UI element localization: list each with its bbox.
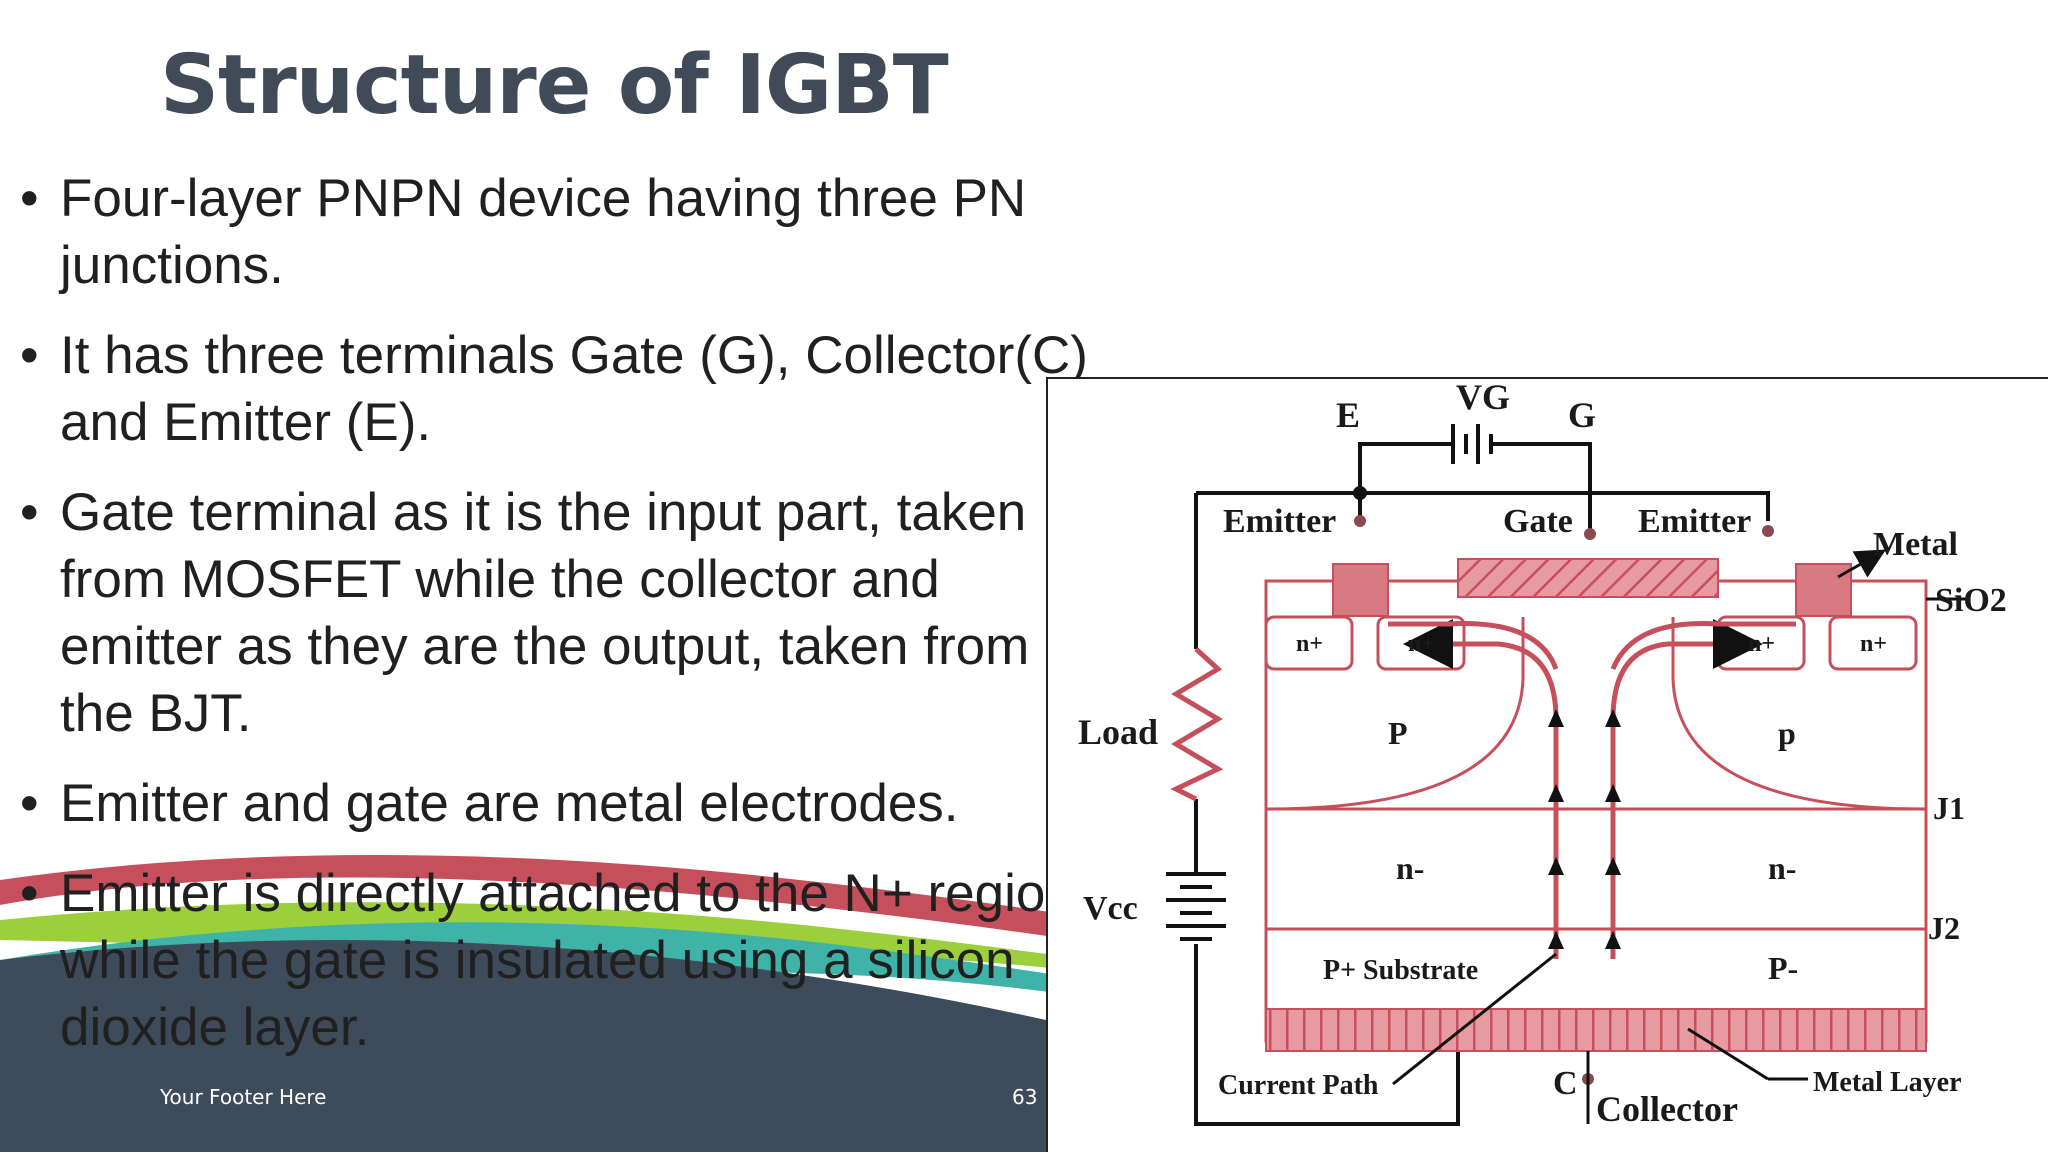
slide-title: Structure of IGBT (160, 38, 949, 133)
label-collector: Collector (1596, 1089, 1738, 1129)
label-gate: Gate (1503, 503, 1573, 540)
label-p-substrate: P+ Substrate (1323, 955, 1478, 986)
label-emitter-left: Emitter (1223, 503, 1336, 540)
label-vcc: Vcc (1083, 890, 1138, 927)
vcc-battery-icon (1166, 872, 1226, 941)
label-p-right: p (1778, 715, 1796, 751)
bullet-item: •It has three terminals Gate (G), Collec… (20, 322, 1120, 456)
label-g: G (1568, 395, 1596, 435)
igbt-diagram: E VG G Emitter Gate Emitter Metal SiO2 n… (1046, 377, 2048, 1152)
load-resistor-icon (1170, 647, 1224, 802)
bullet-list: •Four-layer PNPN device having three PN … (20, 165, 1120, 1084)
label-metal: Metal (1873, 526, 1958, 563)
label-e: E (1336, 395, 1360, 435)
label-nplus: n+ (1296, 631, 1323, 657)
vg-battery-icon (1451, 424, 1493, 464)
emitter-left-terminal (1354, 515, 1366, 527)
footer-dark-band (0, 940, 1046, 1152)
emitter-metal-right (1795, 563, 1852, 617)
label-metal-layer: Metal Layer (1813, 1067, 1962, 1098)
gate-metal (1457, 558, 1719, 598)
label-nminus: n- (1396, 850, 1424, 886)
footer-text: Your Footer Here (160, 1085, 327, 1109)
label-sio2: SiO2 (1935, 582, 2007, 619)
bullet-dot: • (20, 864, 39, 923)
label-j1: J1 (1933, 790, 1965, 826)
page-number: 63 (1012, 1085, 1038, 1109)
gate-drive-circuit (1194, 442, 1770, 1126)
bullet-dot: • (20, 774, 39, 833)
label-load: Load (1078, 712, 1158, 752)
label-nminus: n- (1768, 850, 1796, 886)
bullet-dot: • (20, 483, 39, 542)
collector-metal-layer (1265, 1008, 1927, 1052)
bullet-dot: • (20, 169, 39, 228)
current-path (1388, 619, 1796, 959)
junction-dot (1353, 486, 1367, 500)
label-nplus: n+ (1408, 631, 1435, 657)
bullet-item: •Four-layer PNPN device having three PN … (20, 165, 1120, 299)
igbt-diagram-svg: E VG G Emitter Gate Emitter Metal SiO2 n… (1078, 379, 2007, 1129)
label-current-path: Current Path (1218, 1070, 1379, 1101)
emitter-metal-left (1332, 563, 1389, 617)
emitter-right-terminal (1762, 525, 1774, 537)
current-arrows (1548, 709, 1621, 949)
bullet-item: •Emitter is directly attached to the N+ … (20, 860, 1100, 1061)
bullet-item: •Gate terminal as it is the input part, … (20, 479, 1080, 747)
label-j2: J2 (1928, 910, 1960, 946)
label-nplus: n+ (1860, 631, 1887, 657)
bullet-item: •Emitter and gate are metal electrodes. (20, 770, 1120, 837)
pointer-lines (1392, 549, 1968, 1124)
label-c: C (1553, 1065, 1578, 1102)
label-p-left: P (1388, 715, 1408, 751)
bullet-dot: • (20, 326, 39, 385)
label-emitter-right: Emitter (1638, 503, 1751, 540)
gate-terminal (1584, 528, 1596, 540)
label-p-minus: P- (1768, 950, 1798, 986)
label-nplus: n+ (1748, 631, 1775, 657)
label-vg: VG (1456, 379, 1510, 417)
